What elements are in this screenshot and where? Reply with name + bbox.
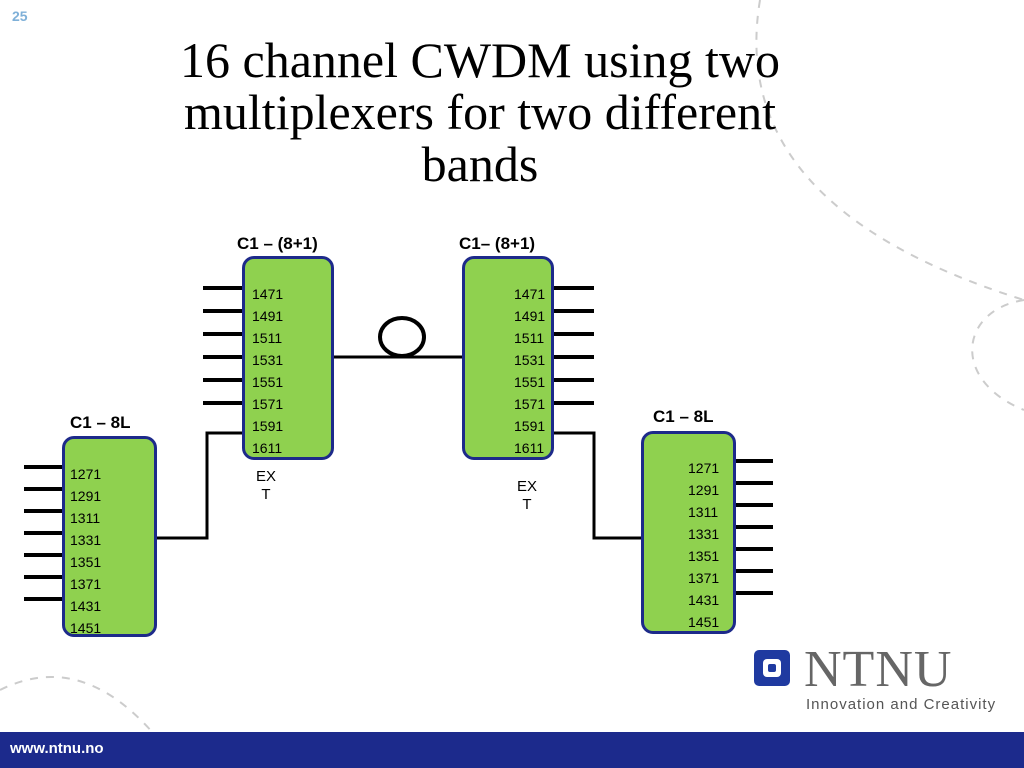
wavelength-item: 1571 [514, 396, 546, 412]
wavelength-item: 1331 [70, 532, 102, 548]
wavelength-item: 1271 [70, 466, 102, 482]
ext-text-line: EX [516, 478, 537, 495]
wavelength-item: 1551 [514, 374, 546, 390]
wavelength-item: 1351 [70, 554, 102, 570]
slide-number: 25 [12, 8, 28, 24]
wavelength-list-top-left: 1471 1491 1511 1531 1551 1571 1591 1611 [252, 283, 283, 459]
wavelength-item: 1291 [70, 488, 102, 504]
wavelength-list-top-right: 1471 1491 1511 1531 1551 1571 1591 1611 [514, 283, 545, 459]
wavelength-item: 1531 [252, 352, 284, 368]
logo-tagline: Innovation and Creativity [806, 696, 997, 713]
wavelength-item: 1591 [252, 418, 284, 434]
slide-title: 16 channel CWDM using two multiplexers f… [90, 34, 870, 190]
wavelength-item: 1471 [252, 286, 284, 302]
wavelength-item: 1331 [688, 526, 720, 542]
ext-label-top-left: EX T [250, 468, 282, 504]
wavelength-item: 1451 [70, 620, 102, 636]
box-label-bottom-right: C1 – 8L [653, 407, 714, 426]
wavelength-item: 1511 [252, 330, 283, 346]
mux-box-top-right [462, 256, 554, 460]
wavelength-item: 1311 [688, 504, 719, 520]
ext-text-line: T [261, 486, 271, 503]
footer-url-link[interactable]: www.ntnu.no [10, 740, 104, 757]
fiber-spool-icon [378, 316, 426, 358]
box-label-top-right: C1– (8+1) [459, 234, 536, 253]
mux-box-bottom-left [62, 436, 157, 637]
box-label-top-left: C1 – (8+1) [237, 234, 318, 253]
ntnu-logo: NTNU Innovation and Creativity [750, 641, 1000, 718]
wavelength-item: 1551 [252, 374, 284, 390]
ext-text-line: EX [255, 468, 276, 485]
wavelength-list-bottom-left: 1271 1291 1311 1331 1351 1371 1431 1451 [70, 463, 101, 639]
wavelength-list-bottom-right: 1271 1291 1311 1331 1351 1371 1431 1451 [688, 457, 719, 633]
wavelength-item: 1571 [252, 396, 284, 412]
mux-box-bottom-right [641, 431, 736, 634]
ext-text-line: T [522, 496, 532, 513]
wavelength-item: 1611 [252, 440, 283, 456]
wavelength-item: 1371 [688, 570, 720, 586]
wavelength-item: 1351 [688, 548, 720, 564]
wavelength-item: 1451 [688, 614, 720, 630]
title-line-1: 16 channel CWDM using two [180, 32, 780, 88]
footer-bar: www.ntnu.no [0, 732, 1024, 768]
wavelength-item: 1291 [688, 482, 720, 498]
wavelength-item: 1311 [70, 510, 101, 526]
logo-name: NTNU [804, 641, 953, 698]
wavelength-item: 1371 [70, 576, 102, 592]
wavelength-item: 1271 [688, 460, 720, 476]
ntnu-logo-icon [754, 650, 790, 686]
wavelength-item: 1471 [514, 286, 546, 302]
wavelength-item: 1531 [514, 352, 546, 368]
title-line-2: multiplexers for two different [184, 84, 776, 140]
wavelength-item: 1511 [514, 330, 545, 346]
box-label-bottom-left: C1 – 8L [70, 413, 131, 432]
wavelength-item: 1491 [252, 308, 284, 324]
title-line-3: bands [421, 136, 539, 192]
wavelength-item: 1431 [70, 598, 102, 614]
wavelength-item: 1591 [514, 418, 546, 434]
mux-box-top-left [242, 256, 334, 460]
ext-label-top-right: EX T [511, 478, 543, 514]
wavelength-item: 1611 [514, 440, 545, 456]
wavelength-item: 1491 [514, 308, 546, 324]
wavelength-item: 1431 [688, 592, 720, 608]
